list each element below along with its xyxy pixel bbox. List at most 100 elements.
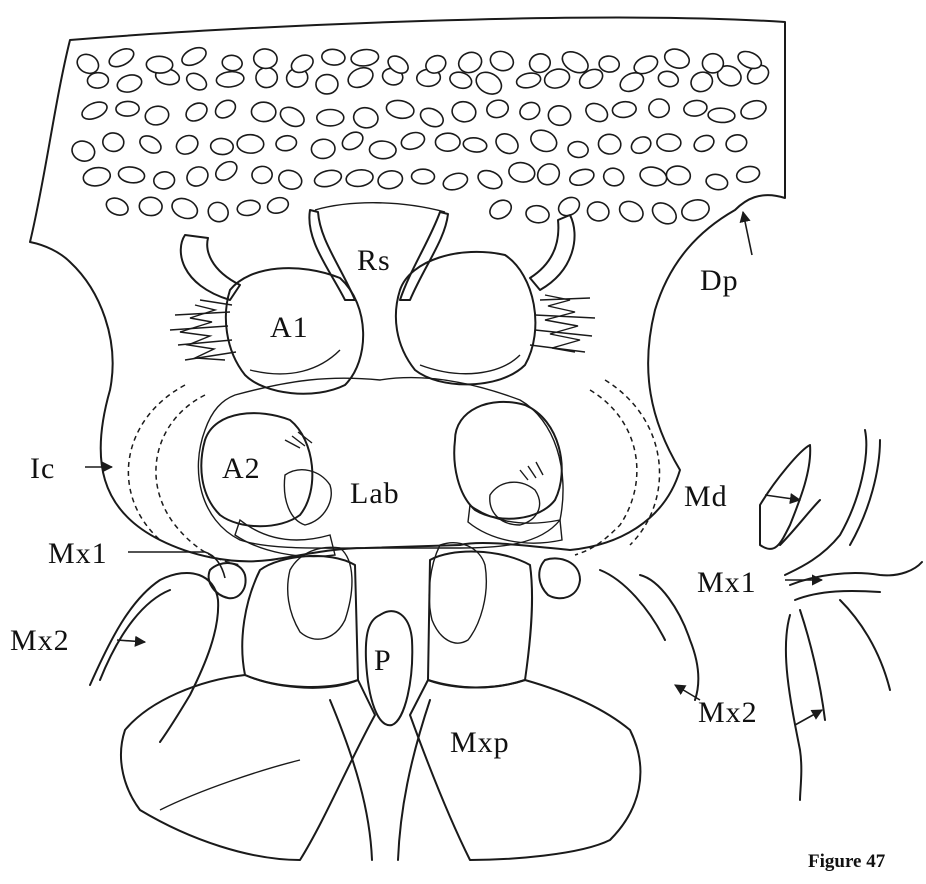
label-lab: Lab [350,477,400,510]
cell-oval [204,199,231,226]
cell-oval [475,167,505,192]
cell-oval [216,70,245,88]
cell-oval [173,132,201,158]
cell-oval [441,170,470,192]
cell-oval [705,172,729,191]
antenna-1-right [396,215,595,384]
cell-oval [311,138,336,159]
cell-oval [277,103,307,130]
cell-oval [585,200,611,224]
cell-oval [417,105,446,131]
cell-oval [137,132,164,156]
cell-oval [602,166,626,188]
cell-oval [534,160,564,189]
cell-oval [345,168,374,188]
cell-oval [648,98,669,117]
label-mxp: Mxp [450,726,510,759]
cell-oval [184,163,212,189]
cell-oval [450,100,477,124]
cell-oval [184,70,210,93]
cell-oval [266,195,291,215]
cell-oval [492,130,521,158]
maxilliped-left [121,547,375,860]
label-mx1-right: Mx1 [697,566,757,599]
cell-oval [702,54,723,73]
cell-oval [102,132,125,152]
antenna-2-right [454,402,562,543]
cell-oval [399,130,427,152]
cell-oval [525,204,551,224]
cell-oval [221,54,243,72]
arrow-md [765,495,800,500]
figure-caption: Figure 47 [808,851,886,872]
label-dp: Dp [700,264,739,297]
cell-oval [255,67,278,88]
cell-oval [488,48,516,73]
cell-oval [462,136,487,153]
cell-oval [567,140,589,158]
cell-oval [212,97,239,122]
cell-oval [472,68,505,99]
inner-contour-right-2 [605,380,660,545]
cell-oval [527,51,552,74]
cell-oval [517,100,542,123]
cell-oval [275,134,298,152]
cell-oval [385,98,416,120]
cell-oval [316,74,339,94]
maxilla-1-left [209,563,246,598]
cell-oval [377,169,405,191]
cell-oval [352,106,379,130]
cell-oval [665,165,691,186]
cell-oval [692,132,717,154]
inner-contour-left-2 [128,385,185,540]
cell-oval [179,44,209,69]
cell-oval [350,48,379,67]
cell-oval [116,101,140,116]
cell-oval [369,140,396,159]
cell-oval [79,99,109,123]
label-md: Md [684,480,728,513]
cell-oval [435,133,460,151]
cell-oval [507,160,536,184]
cell-oval [210,138,234,156]
cell-oval [87,72,109,89]
cell-oval [662,46,692,71]
maxilla-2-right [640,575,698,700]
cell-oval [638,164,669,188]
label-p: P [374,644,392,677]
cell-oval [568,167,596,188]
cell-oval [629,134,654,157]
cell-oval [583,100,611,125]
cell-oval [345,64,376,91]
label-a1: A1 [270,311,309,344]
cell-oval [317,110,344,126]
cell-oval [597,133,622,155]
cell-oval [146,56,173,74]
maxilliped-right [410,543,640,860]
cell-oval [82,165,112,187]
cell-oval [657,69,680,88]
cell-oval [144,104,171,127]
cell-oval [117,165,145,184]
cell-oval [487,196,515,222]
cell-oval [411,169,434,184]
cell-oval [106,45,136,70]
cell-oval [313,168,343,190]
label-ic: Ic [30,452,55,485]
cell-oval [237,134,264,153]
cell-oval [616,197,646,225]
cell-oval [649,199,681,229]
cell-oval [735,164,761,184]
label-rs: Rs [357,244,391,277]
cell-oval [679,197,711,224]
arrow-mx2-right-b [795,710,822,725]
cell-pattern [69,44,772,228]
cell-oval [183,99,210,124]
cell-oval [657,134,682,152]
cell-oval [236,199,261,218]
cell-oval [69,138,97,165]
cell-oval [527,126,560,155]
cell-oval [139,197,163,217]
cell-oval [724,133,748,154]
